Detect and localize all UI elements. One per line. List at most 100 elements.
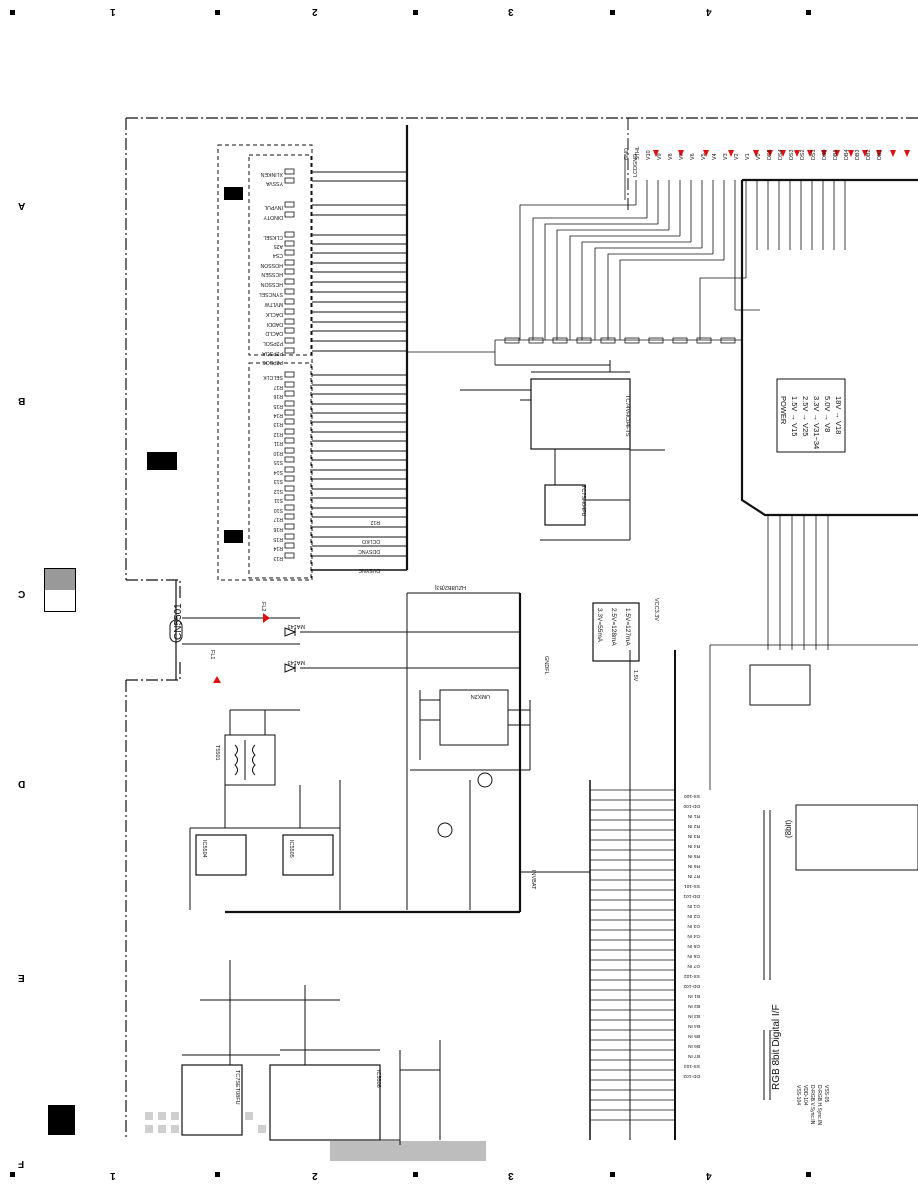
- right-pin-11: G1 IN: [687, 903, 700, 909]
- right-pin-14: G4 IN: [687, 933, 700, 939]
- right-pin-3: R2 IN: [687, 823, 700, 829]
- power-box-text: POWER 1.5V → V15 2.5V → V25 3.3V → V31~3…: [779, 396, 843, 449]
- sig-lower-18: R14: [273, 545, 283, 551]
- sig-upper-6: CS4: [273, 252, 283, 258]
- top-pin-19: DB5: [833, 150, 839, 161]
- right-pin-17: G7 IN: [687, 963, 700, 969]
- power-line-3: 3.3V → V31~34: [812, 396, 821, 449]
- right-pin-5: R4 IN: [687, 843, 700, 849]
- top-pin-0: GND: [624, 148, 630, 160]
- sig-lower-12: S12: [274, 488, 283, 494]
- sig-upper-3: DINOTY: [263, 214, 283, 220]
- power-line-4: 5.0V → V8: [823, 396, 832, 432]
- right-pin-23: B4 IN: [687, 1023, 700, 1029]
- sig-lower-14: S10: [274, 507, 283, 513]
- top-pin-22: DB2: [866, 150, 872, 161]
- sig-upper-7: HOSSON: [260, 262, 283, 268]
- right-pin-28: DD-103: [683, 1073, 700, 1079]
- grid-tick: [10, 10, 15, 15]
- ic5504-label: IC5504: [201, 840, 207, 858]
- top-pin-11: V1: [745, 153, 751, 160]
- sig-lower-21: DCLKO: [362, 538, 380, 544]
- sig-upper-4: CLKSEL: [263, 234, 283, 240]
- sig-upper-8: HCSSEN: [261, 271, 283, 277]
- gndfl-label: GNDFL: [543, 656, 549, 675]
- top-pin-17: DS1: [811, 150, 817, 161]
- ic5505-label: IC5505: [288, 840, 294, 858]
- right-pin-2: R1 IN: [687, 813, 700, 819]
- right-pin-labels: SS-100 DD-100 R1 IN R2 IN R3 IN R4 IN R5…: [683, 793, 700, 1079]
- invbat-label: INVBAT: [530, 870, 536, 890]
- top-pin-9: V3: [723, 153, 729, 160]
- top-pin-3: V9: [657, 153, 663, 160]
- sig-upper-13: DADDI: [267, 321, 283, 327]
- top-pin-15: DS3: [789, 150, 795, 161]
- right-bottom-4: VSS-05: [823, 1085, 829, 1102]
- sig-lower-2: R16: [273, 393, 283, 399]
- hz-label: HZU8B2(B3): [434, 584, 466, 590]
- right-pin-26: B7 IN: [687, 1053, 700, 1059]
- top-pin-4: V8: [668, 153, 674, 160]
- ic5506-label: IC5506: [375, 1070, 381, 1088]
- grid-tick: [215, 1172, 220, 1177]
- connector-upper-labels: XLINKEN YSSVA INVPUL DINOTY CLKSEL A25 C…: [259, 171, 283, 365]
- right-pin-27: SS-103: [684, 1063, 700, 1069]
- top-pin-21: DB3: [855, 150, 861, 161]
- grid-tick: [413, 1172, 418, 1177]
- section-tab: [44, 568, 76, 612]
- right-pin-15: G5 IN: [687, 943, 700, 949]
- current-box-text: 3.3V=55mA 2.5V=128mA 1.5V=127mA: [596, 608, 631, 646]
- sig-upper-0: XLINKEN: [261, 171, 283, 177]
- sig-lower-23: DVSYNC: [358, 567, 380, 573]
- sig-upper-2: INVPUL: [264, 204, 283, 210]
- right-pin-24: B5 IN: [687, 1033, 700, 1039]
- ic5502-label: TC7SET08FU: [234, 1070, 240, 1105]
- faded-pattern: [145, 1112, 266, 1133]
- d5502-label: MA143: [288, 659, 305, 665]
- grid-tick: [10, 1172, 15, 1177]
- sig-upper-15: P2PSOL: [263, 340, 283, 346]
- top-pin-10: V2: [734, 153, 740, 160]
- t5501-label: T5501: [214, 745, 220, 761]
- sig-lower-0: SELCLK: [263, 374, 283, 380]
- sig-lower-13: S11: [274, 497, 283, 503]
- right-pin-13: G3 IN: [687, 923, 700, 929]
- right-pin-20: B1 IN: [687, 993, 700, 999]
- led-label: 1.5V: [632, 670, 638, 682]
- top-pin-1: STHL: [635, 146, 641, 160]
- top-pin-20: DB4: [844, 150, 850, 161]
- fl1-label: FL1: [209, 650, 215, 659]
- top-pin-7: V5: [701, 153, 707, 160]
- top-pin-18: DS0: [822, 150, 828, 161]
- top-pin-8: V4: [712, 153, 718, 160]
- right-bottom-1: VDD-104: [802, 1085, 808, 1106]
- right-pin-12: G2 IN: [687, 913, 700, 919]
- right-pin-0: SS-100: [684, 793, 700, 799]
- right-pin-21: B2 IN: [687, 1003, 700, 1009]
- vcc33-label: VCC3.3V: [653, 598, 659, 621]
- sig-upper-11: MVLTW: [265, 301, 283, 307]
- power-line-0: POWER: [779, 396, 788, 425]
- right-pin-16: G6 IN: [687, 953, 700, 959]
- right-pin-9: SS-101: [684, 883, 700, 889]
- right-bottom-3: D-RGB.H.Sync.IN: [816, 1085, 822, 1125]
- right-pin-8: R7 IN: [687, 873, 700, 879]
- d5501-label: MA143: [288, 623, 305, 629]
- bottom-title-bar: [330, 1141, 486, 1161]
- grid-tick: [806, 10, 811, 15]
- right-pin-18: SS-102: [684, 973, 700, 979]
- right-bottom-labels: VSS-104 VDD-104 D-RGB.V.Sync.IN D-RGB.H.…: [795, 1085, 829, 1125]
- top-pin-labels: GND STHL V10 V9 V8 V7 V6 V5 V4 V3 V2 V1 …: [624, 146, 883, 160]
- q5501-label: UMX2N: [471, 693, 490, 699]
- sig-upper-16: P2PSOA: [262, 350, 283, 356]
- sig-lower-7: R11: [274, 440, 283, 446]
- grid-tick: [806, 1172, 811, 1177]
- right-pin-1: DD-100: [683, 803, 700, 809]
- current-line-1: 2.5V=128mA: [610, 608, 617, 646]
- right-pin-7: R6 IN: [687, 863, 700, 869]
- lcdgnd-label: LCDGND: [633, 154, 639, 177]
- grid-tick: [610, 10, 615, 15]
- right-bottom-0: VSS-104: [795, 1085, 801, 1105]
- grid-tick: [413, 10, 418, 15]
